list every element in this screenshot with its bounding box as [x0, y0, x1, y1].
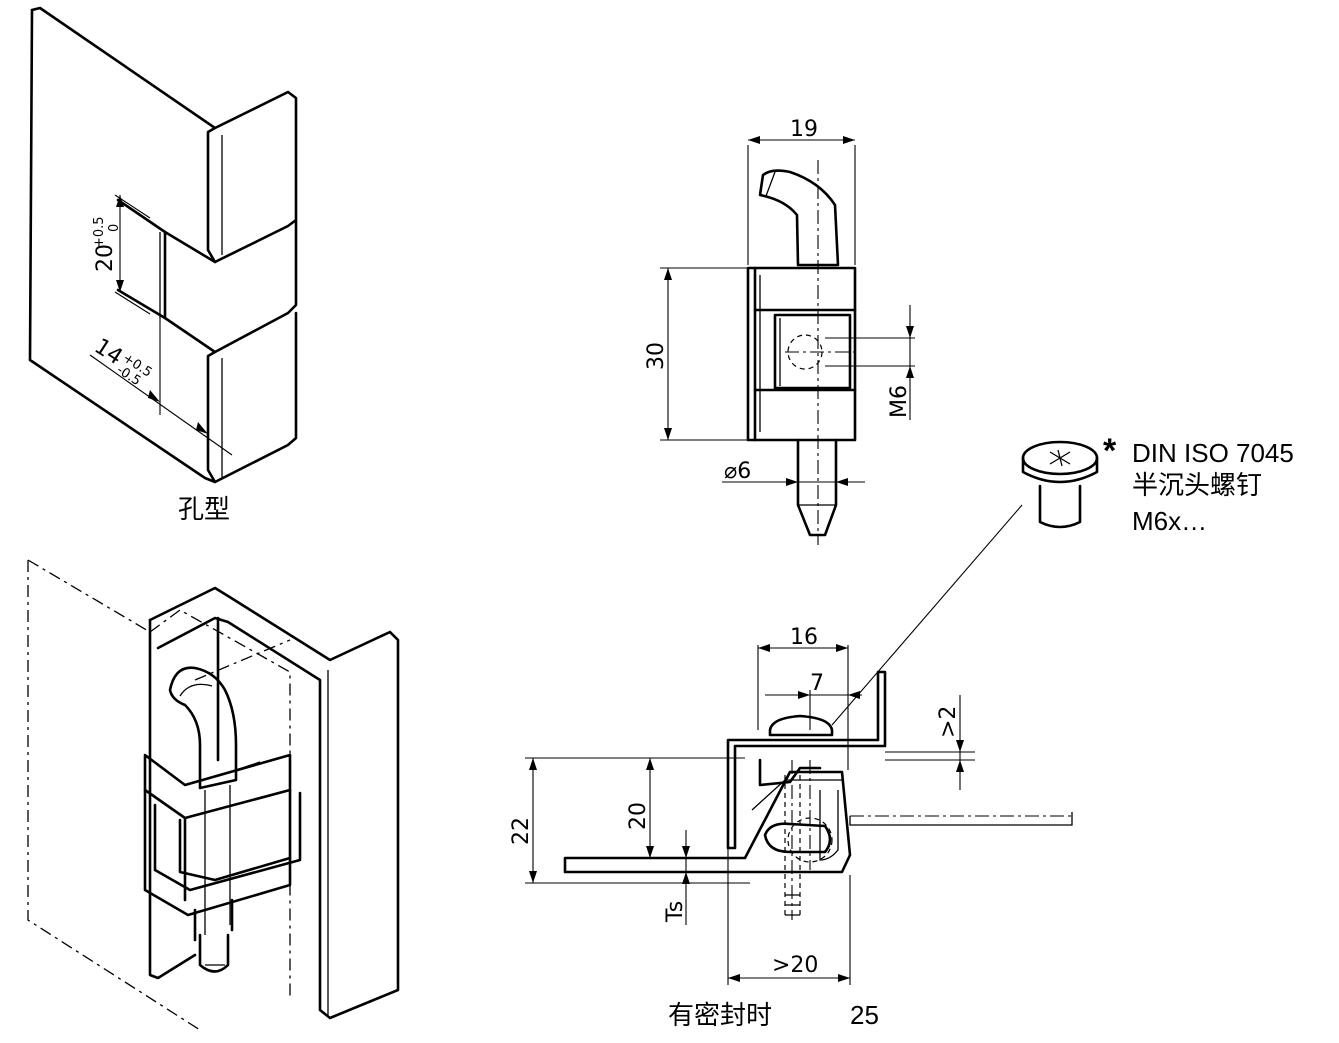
dim-cutout-height-tol-lower: 0: [107, 224, 122, 232]
dim-top-width: 16: [790, 625, 818, 650]
with-seal-value: 25: [850, 1000, 879, 1030]
section-view: [525, 644, 1073, 985]
dim-bottom-width: >20: [772, 953, 818, 978]
dim-top-offset: 7: [810, 671, 824, 696]
screw-asterisk: *: [1103, 432, 1117, 470]
dim-inner-height: 20: [626, 802, 651, 830]
dim-thread: M6: [887, 385, 912, 418]
screw-size: M6x…: [1132, 506, 1207, 536]
screw-standard: DIN ISO 7045: [1132, 438, 1294, 468]
front-view: [660, 136, 915, 545]
hole-type-label: 孔型: [178, 494, 230, 524]
screw-leader-line: [831, 504, 1023, 726]
with-seal-label: 有密封时: [668, 1000, 772, 1030]
dim-sheet-thickness: Ts: [663, 901, 688, 923]
dim-height: 30: [644, 342, 669, 370]
dim-width: 19: [790, 117, 818, 142]
dim-pin-diameter: ⌀6: [724, 459, 751, 484]
screw-type: 半沉头螺钉: [1132, 470, 1262, 500]
dim-total-height: 22: [509, 817, 534, 845]
dim-top-gap: >2: [936, 706, 961, 738]
screw-icon: [1021, 440, 1099, 529]
dim-cutout-height-tol-upper: +0.5: [92, 216, 107, 248]
dim-cutout-height: 20: [93, 244, 118, 272]
mounted-hinge-iso-view: [27, 559, 400, 1031]
hole-type-iso-view: [28, 6, 298, 484]
